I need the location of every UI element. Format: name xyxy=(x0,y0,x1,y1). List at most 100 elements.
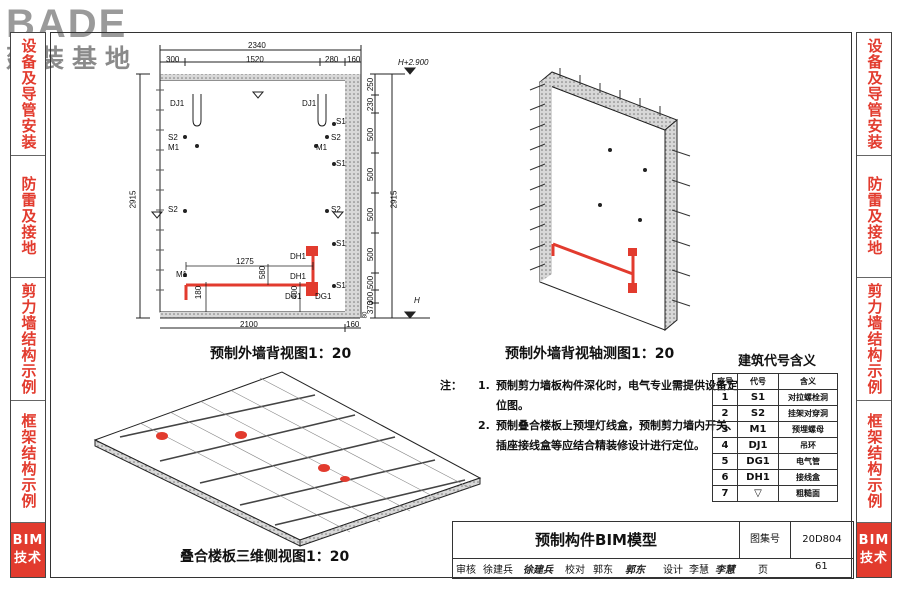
tab-lightning[interactable]: 防雷及接地 xyxy=(11,156,45,278)
dim-top-d: 160 xyxy=(347,55,361,64)
reviewer-signature: 徐建兵 xyxy=(523,565,553,576)
label-s2-left: S2 xyxy=(168,133,178,142)
checker-name: 郭东 xyxy=(593,565,613,576)
caption-slab: 叠合楼板三维侧视图1：20 xyxy=(180,549,350,565)
design-label: 设计 xyxy=(663,565,683,576)
dim-right-seg-9: 80 xyxy=(362,311,369,319)
elev-bottom: H xyxy=(414,296,420,305)
designer-name: 李慧 xyxy=(689,565,709,576)
dim-180: 180 xyxy=(194,285,204,300)
side-tabs-left: 设备及导管安装 防雷及接地 剪力墙结构示例 框架结构示例 BIM技术 xyxy=(10,32,46,578)
dim-left-h: 2915 xyxy=(128,190,138,209)
label-dg1-a: DG1 xyxy=(285,292,302,301)
label-s1-c: S1 xyxy=(336,239,346,248)
tab-lightning-right[interactable]: 防雷及接地 xyxy=(857,156,891,278)
label-dj1-right: DJ1 xyxy=(302,99,317,108)
legend-header-no: 序号 xyxy=(712,373,738,390)
dim-top-b: 1520 xyxy=(246,55,264,64)
legend-header-code: 代号 xyxy=(737,373,779,390)
dim-top-total: 2340 xyxy=(248,41,266,50)
label-m1-left: M1 xyxy=(168,143,180,152)
tab-shear-wall-right[interactable]: 剪力墙结构示例 xyxy=(857,278,891,401)
checker-signature: 郭东 xyxy=(625,565,645,576)
dim-right-seg-6: 500 xyxy=(366,275,376,290)
atlas-no: 20D804 xyxy=(802,534,842,545)
tab-frame[interactable]: 框架结构示例 xyxy=(11,401,45,523)
elev-top: H+2.900 xyxy=(398,58,429,67)
tab-equipment[interactable]: 设备及导管安装 xyxy=(11,33,45,156)
legend-header-meaning: 含义 xyxy=(778,373,838,390)
page-no: 61 xyxy=(815,561,828,572)
title-block: 预制构件BIM模型 图集号 20D804 审核 徐建兵 徐建兵 校对 郭东 郭东… xyxy=(452,521,854,579)
review-label: 审核 xyxy=(456,565,476,576)
slab-boxes xyxy=(156,431,350,482)
conduit-axon xyxy=(551,242,637,293)
notes: 注： 1. 预制剪力墙板构件深化时，电气专业需提供设备定位图。 2. 预制叠合楼… xyxy=(440,376,740,456)
label-dh1-bottom: DH1 xyxy=(290,272,307,281)
label-s1-a: S1 xyxy=(336,117,346,126)
table-row: 7▽粗糙面 xyxy=(712,485,838,502)
dim-top-c: 280 xyxy=(325,55,339,64)
dots xyxy=(183,122,336,288)
caption-elevation: 预制外墙背视图1：20 xyxy=(210,346,352,362)
dim-right-seg-4: 500 xyxy=(366,207,376,222)
atlas-label: 图集号 xyxy=(740,522,791,558)
reviewer-name: 徐建兵 xyxy=(483,565,513,576)
label-s1-b: S1 xyxy=(336,159,346,168)
dim-conduit-w: 1275 xyxy=(236,257,254,266)
dim-right-seg-5: 500 xyxy=(366,247,376,262)
slab-3d xyxy=(93,371,482,547)
caption-axon: 预制外墙背视轴测图1：20 xyxy=(505,346,675,362)
tab-shear-wall[interactable]: 剪力墙结构示例 xyxy=(11,278,45,401)
dim-right-h: 2915 xyxy=(389,190,399,209)
label-s2-right: S2 xyxy=(331,133,341,142)
notes-label: 注： xyxy=(440,379,462,392)
note-2: 2. 预制叠合楼板上预埋灯线盒，预制剪力墙内开关、插座接线盒等应结合精装修设计进… xyxy=(440,416,740,456)
tab-bim-right[interactable]: BIM技术 xyxy=(857,523,891,577)
check-label: 校对 xyxy=(565,565,585,576)
label-s2-mid-left: S2 xyxy=(168,205,178,214)
wall-axonometric xyxy=(529,68,691,332)
designer-signature: 李慧 xyxy=(715,565,735,576)
dim-bottom-a: 2100 xyxy=(240,320,258,329)
note-1-num: 1. xyxy=(478,379,490,392)
label-m1-right: M1 xyxy=(316,143,328,152)
tab-bim[interactable]: BIM技术 xyxy=(11,523,45,577)
legend-header: 序号 代号 含义 xyxy=(712,373,838,390)
dim-580: 580 xyxy=(258,265,268,280)
dim-right-seg-0: 250 xyxy=(366,77,376,92)
label-s1-d: S1 xyxy=(336,281,346,290)
wall-elevation xyxy=(136,45,430,332)
dim-right-seg-3: 500 xyxy=(366,167,376,182)
drawing-frame xyxy=(50,32,852,578)
dim-top-a: 300 xyxy=(166,55,180,64)
tab-frame-right[interactable]: 框架结构示例 xyxy=(857,401,891,523)
note-2-text: 预制叠合楼板上预埋灯线盒，预制剪力墙内开关、插座接线盒等应结合精装修设计进行定位… xyxy=(496,419,738,452)
label-dh1-top: DH1 xyxy=(290,252,307,261)
drawing-title: 预制构件BIM模型 xyxy=(453,522,740,558)
label-dj1-left: DJ1 xyxy=(170,99,185,108)
conduit-dims xyxy=(185,262,314,312)
dim-right-seg-1: 230 xyxy=(366,97,376,112)
side-tabs-right: 设备及导管安装 防雷及接地 剪力墙结构示例 框架结构示例 BIM技术 xyxy=(856,32,892,578)
label-s2-mid-right: S2 xyxy=(331,205,341,214)
note-1-text: 预制剪力墙板构件深化时，电气专业需提供设备定位图。 xyxy=(496,379,738,412)
note-2-num: 2. xyxy=(478,419,490,432)
page-label: 页 xyxy=(758,565,768,576)
note-1: 注： 1. 预制剪力墙板构件深化时，电气专业需提供设备定位图。 xyxy=(440,376,740,416)
conduit-elevation xyxy=(184,246,318,300)
tab-equipment-right[interactable]: 设备及导管安装 xyxy=(857,33,891,156)
label-m1-bottom: M1 xyxy=(176,270,188,279)
label-dg1-b: DG1 xyxy=(315,292,332,301)
dim-bottom-b: 160 xyxy=(346,320,360,329)
dim-right-seg-2: 500 xyxy=(366,127,376,142)
